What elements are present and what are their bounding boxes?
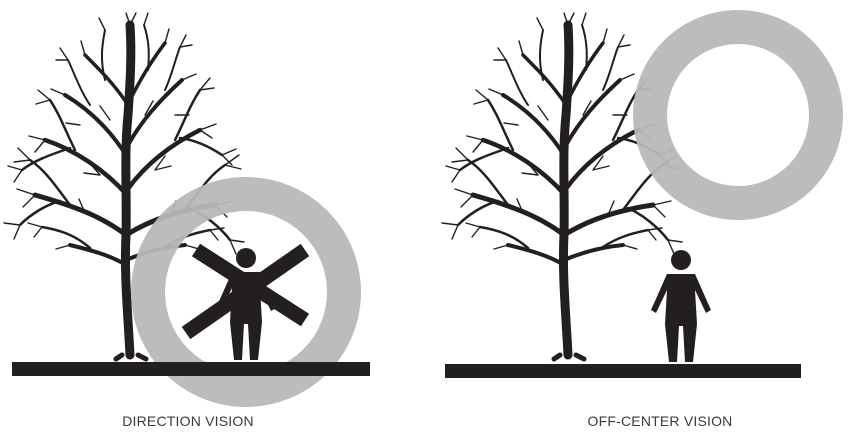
- direction-vision-panel: [4, 13, 370, 390]
- ground-line: [445, 364, 801, 378]
- direction-vision-caption: DIRECTION VISION: [122, 413, 254, 429]
- off-center-vision-panel: [442, 13, 826, 378]
- vision-ring: [650, 27, 826, 203]
- ground-line: [12, 362, 370, 376]
- person-figure: [651, 250, 711, 362]
- off-center-vision-caption: OFF-CENTER VISION: [588, 413, 733, 429]
